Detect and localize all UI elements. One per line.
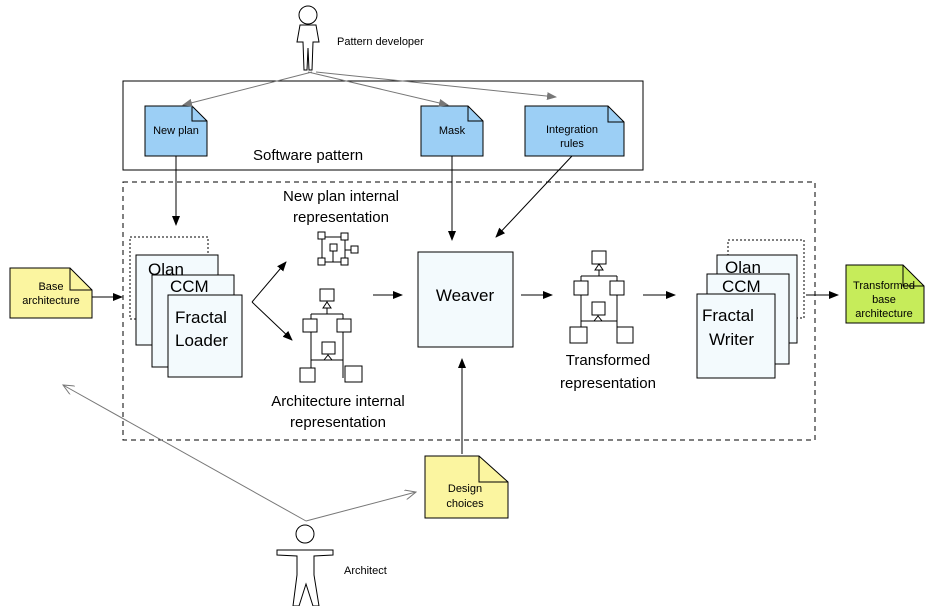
new-plan-note: New plan: [144, 105, 208, 157]
pattern-developer-actor: [296, 5, 320, 71]
mask-label: Mask: [439, 125, 466, 137]
design-choices-note: Design choices: [424, 455, 509, 519]
loader-stack: Olan CCM Fractal Loader: [129, 236, 243, 378]
design-choices-line1: Design: [448, 483, 482, 495]
output-line2: base: [872, 294, 896, 306]
newplan-rep-line2: representation: [293, 209, 389, 226]
software-pattern-box: [122, 80, 644, 171]
mask-note: Mask: [420, 105, 484, 157]
loader-to-arch-rep-arrow: [251, 301, 293, 341]
writer-ccm: CCM: [722, 277, 761, 296]
integration-rules-line1: Integration: [546, 124, 598, 136]
output-line3: architecture: [855, 308, 912, 320]
newplan-rep-icon: [317, 231, 359, 266]
actor-head-icon: [298, 5, 318, 25]
actor-head-icon: [295, 524, 315, 544]
base-architecture-line2: architecture: [22, 295, 79, 307]
writer-olan: Olan: [725, 258, 761, 277]
writer-writer: Writer: [709, 330, 754, 349]
architect-label: Architect: [344, 565, 387, 577]
tool-boundary: [122, 181, 816, 441]
loader-olan: Olan: [148, 260, 184, 279]
integration-rules-note: Integration rules: [524, 105, 625, 157]
weaver-box: [417, 251, 514, 348]
pattern-developer-label: Pattern developer: [337, 36, 424, 48]
loader-loader: Loader: [175, 331, 228, 350]
new-plan-label: New plan: [153, 125, 199, 137]
integration-rules-line2: rules: [560, 138, 584, 150]
rules-to-weaver-arrow: [495, 155, 573, 238]
design-choices-line2: choices: [446, 498, 484, 510]
output-line1: Transformed: [853, 280, 915, 292]
arch-rep-line1: Architecture internal: [271, 393, 404, 410]
loader-ccm: CCM: [170, 277, 209, 296]
developer-arrows: [182, 71, 557, 107]
arch-rep-icon: [299, 288, 363, 383]
base-architecture-line1: Base: [38, 281, 63, 293]
writer-stack: Olan CCM Fractal Writer: [696, 239, 805, 379]
architect-arrows: [63, 385, 416, 522]
transformed-rep-icon: [569, 250, 634, 344]
transformed-rep-line2: representation: [560, 375, 656, 392]
arch-rep-line2: representation: [290, 414, 386, 431]
weaver-label: Weaver: [436, 286, 495, 305]
transformed-rep-line1: Transformed: [566, 352, 650, 369]
loader-to-newplan-rep-arrow: [251, 261, 287, 303]
transformed-base-architecture-note: Transformed base architecture: [845, 264, 925, 324]
newplan-rep-line1: New plan internal: [283, 188, 399, 205]
software-pattern-title: Software pattern: [253, 147, 363, 164]
architect-actor: [276, 524, 334, 606]
base-architecture-note: Base architecture: [9, 267, 93, 319]
writer-fractal: Fractal: [702, 306, 754, 325]
loader-fractal: Fractal: [175, 308, 227, 327]
